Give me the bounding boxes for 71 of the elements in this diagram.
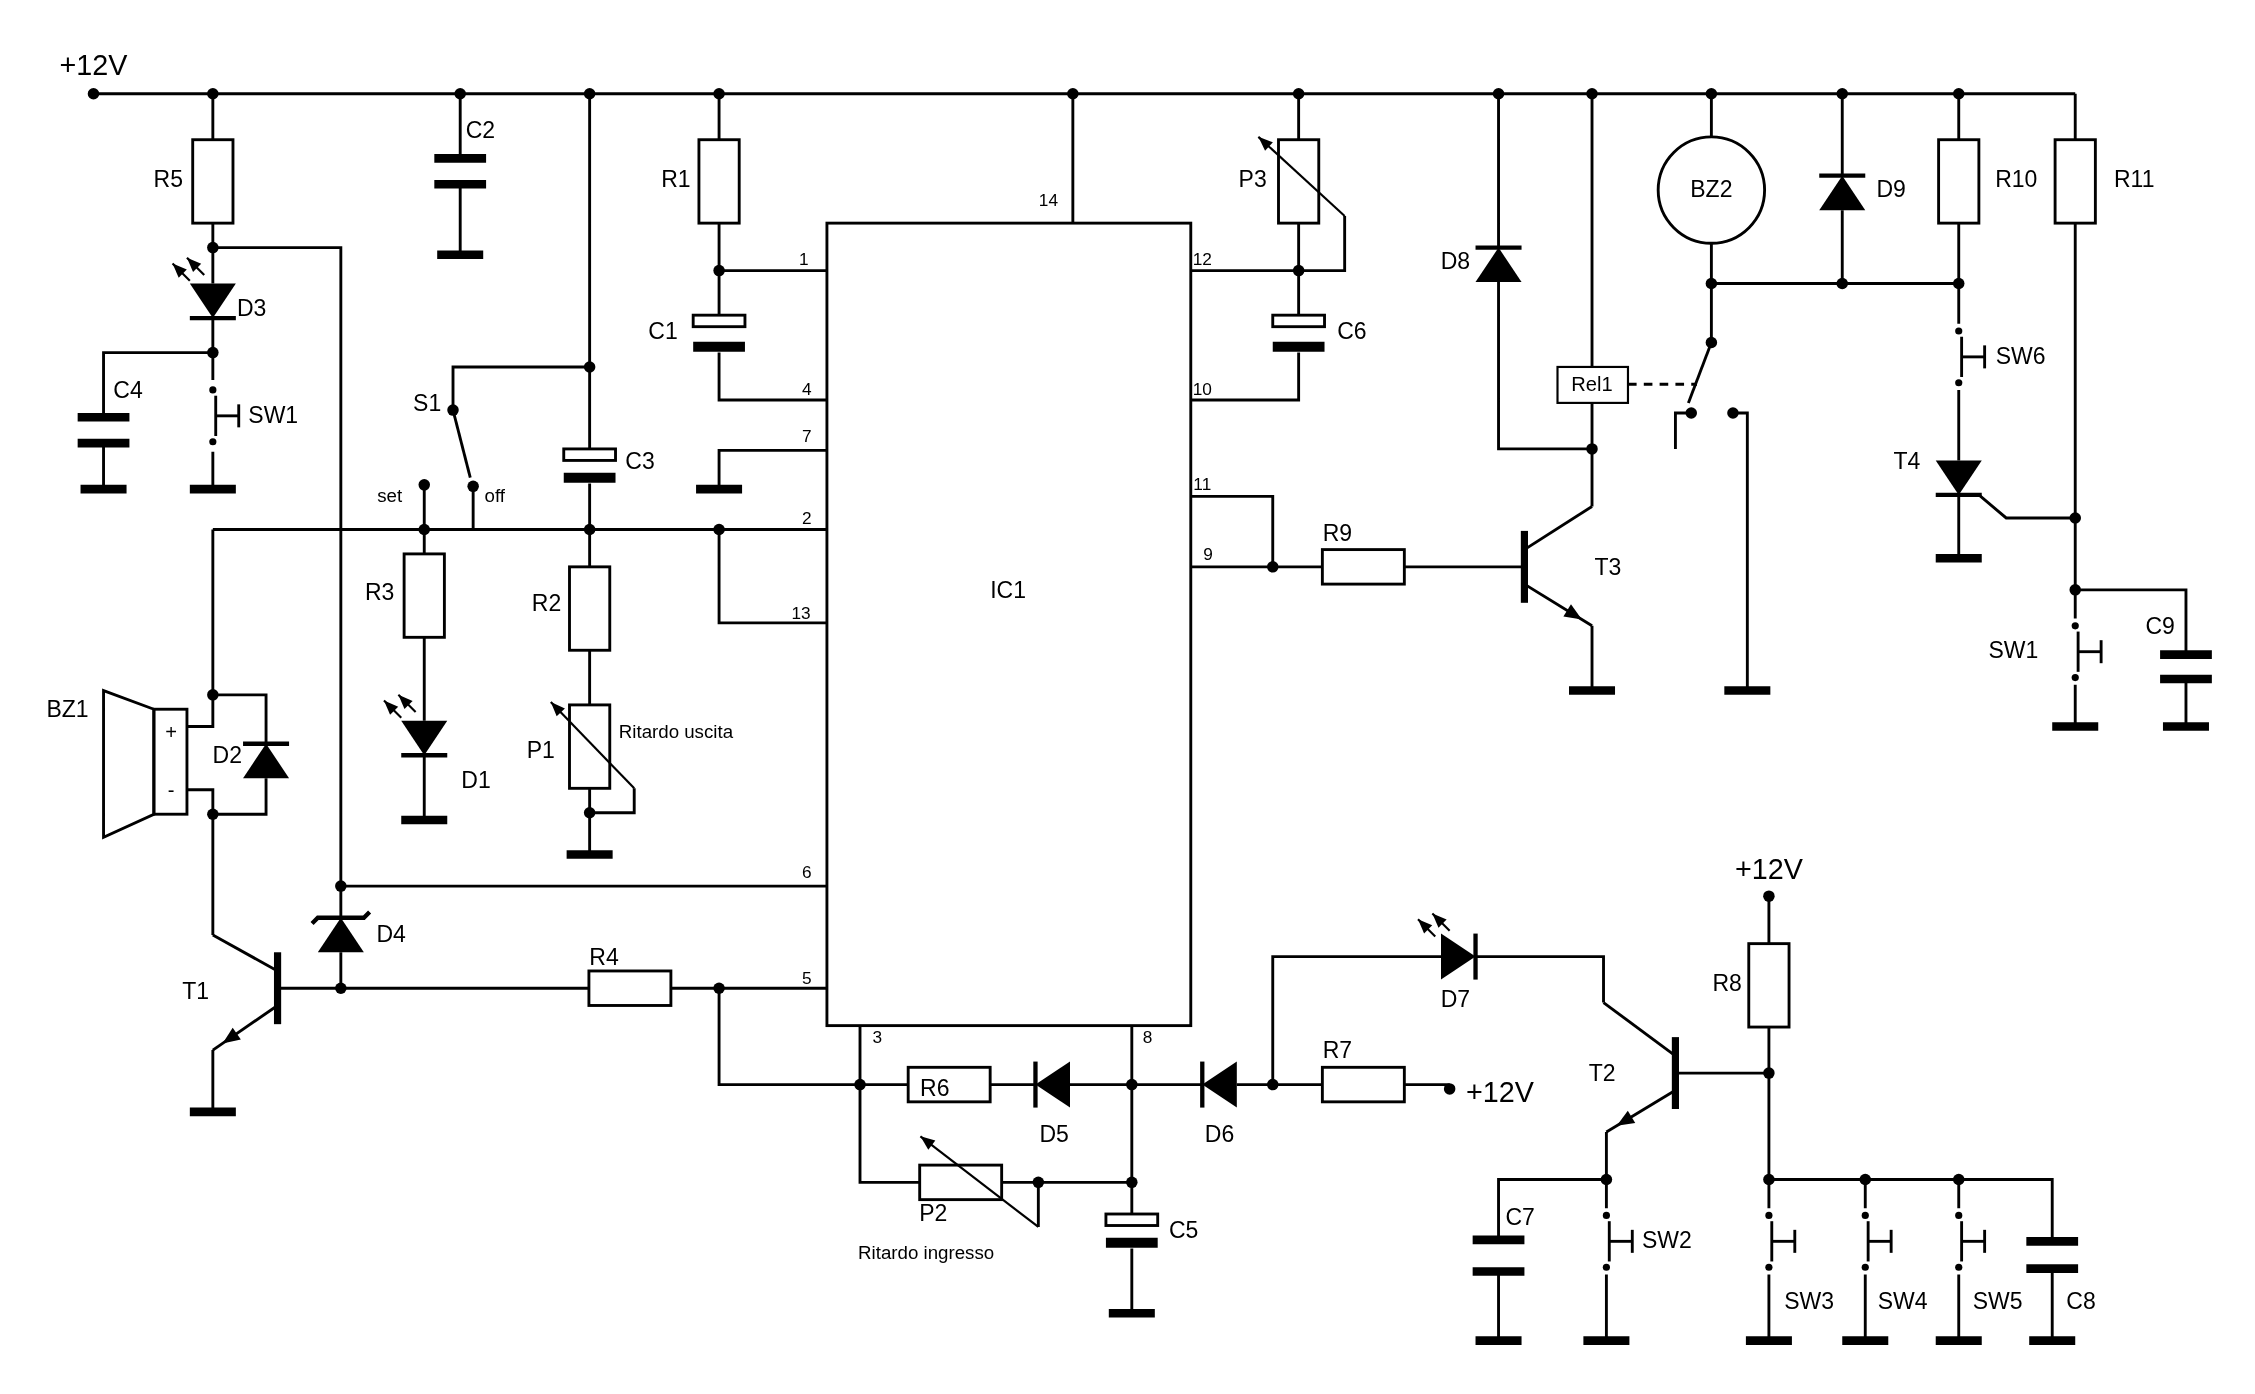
- component-label: P3: [1238, 168, 1267, 192]
- component-label: C3: [625, 450, 655, 474]
- annotation-text: Ritardo uscita: [618, 722, 734, 742]
- component-label: D2: [212, 744, 242, 768]
- pin-number: 2: [802, 510, 812, 528]
- component-label: T4: [1893, 450, 1921, 474]
- component-label: D8: [1440, 250, 1471, 274]
- polarity-sign: +: [165, 721, 177, 743]
- component-label: R6: [920, 1077, 950, 1101]
- pin-number: 11: [1193, 476, 1212, 494]
- component-label: R4: [589, 946, 619, 970]
- component-label: BZ2: [1690, 178, 1733, 202]
- switch-position-label: set: [377, 486, 403, 506]
- component-label: SW2: [1641, 1229, 1692, 1253]
- component-label: R7: [1322, 1039, 1353, 1063]
- component-label: D6: [1204, 1123, 1235, 1147]
- pin-number: 4: [802, 381, 812, 399]
- component-label: BZ1: [46, 698, 89, 722]
- component-label: R8: [1712, 972, 1742, 996]
- pin-number: 10: [1192, 381, 1212, 399]
- pin-number: 7: [802, 428, 812, 446]
- component-label: T2: [1588, 1062, 1616, 1086]
- pin-number: 9: [1203, 546, 1213, 564]
- component-label: C9: [2145, 615, 2175, 639]
- pin-number: 3: [872, 1029, 883, 1047]
- component-label: C1: [648, 320, 678, 344]
- pin-number: 1: [799, 251, 809, 269]
- component-label: P2: [919, 1202, 948, 1226]
- pin-number: 14: [1038, 192, 1058, 210]
- pin-number: 13: [791, 605, 811, 623]
- component-label: D1: [461, 769, 491, 793]
- component-label: C5: [1168, 1219, 1199, 1243]
- component-label: P1: [526, 739, 555, 763]
- component-label: SW3: [1784, 1290, 1835, 1313]
- component-label: Rel1: [1571, 373, 1613, 395]
- polarity-sign: -: [167, 779, 175, 800]
- pin-number: 6: [802, 864, 812, 882]
- component-label: D5: [1039, 1123, 1069, 1147]
- component-label: IC1: [990, 579, 1026, 603]
- annotation-text: Ritardo ingresso: [858, 1243, 995, 1262]
- voltage-label: +12V: [1734, 854, 1803, 883]
- component-label: R9: [1322, 522, 1353, 546]
- component-label: R1: [661, 168, 691, 192]
- component-label: C6: [1337, 320, 1367, 344]
- component-label: C2: [465, 119, 496, 143]
- component-label: R3: [364, 581, 395, 604]
- component-label: SW6: [1995, 345, 2046, 369]
- component-label: D9: [1876, 178, 1906, 202]
- component-label: SW1: [1988, 639, 2039, 663]
- component-label: D7: [1440, 988, 1471, 1011]
- component-label: T1: [182, 980, 209, 1004]
- pin-number: 12: [1192, 251, 1212, 269]
- component-label: SW5: [1972, 1290, 2023, 1313]
- component-label: R5: [153, 168, 183, 192]
- component-label: C4: [113, 379, 143, 403]
- component-label: D4: [376, 923, 406, 947]
- pin-number: 8: [1142, 1029, 1153, 1047]
- component-label: R10: [1995, 168, 2038, 192]
- component-label: C8: [2066, 1290, 2096, 1313]
- component-label: C7: [1505, 1206, 1535, 1230]
- component-label: R11: [2113, 168, 2155, 192]
- switch-position-label: off: [484, 486, 505, 506]
- pin-number: 5: [802, 970, 812, 988]
- component-label: SW1: [248, 404, 299, 428]
- component-label: D3: [236, 297, 267, 321]
- component-label: T3: [1594, 556, 1622, 580]
- voltage-label: +12V: [1466, 1077, 1534, 1106]
- component-label: S1: [413, 392, 442, 416]
- voltage-label: +12V: [59, 50, 128, 80]
- component-label: SW4: [1877, 1290, 1928, 1313]
- component-label: R2: [531, 592, 562, 616]
